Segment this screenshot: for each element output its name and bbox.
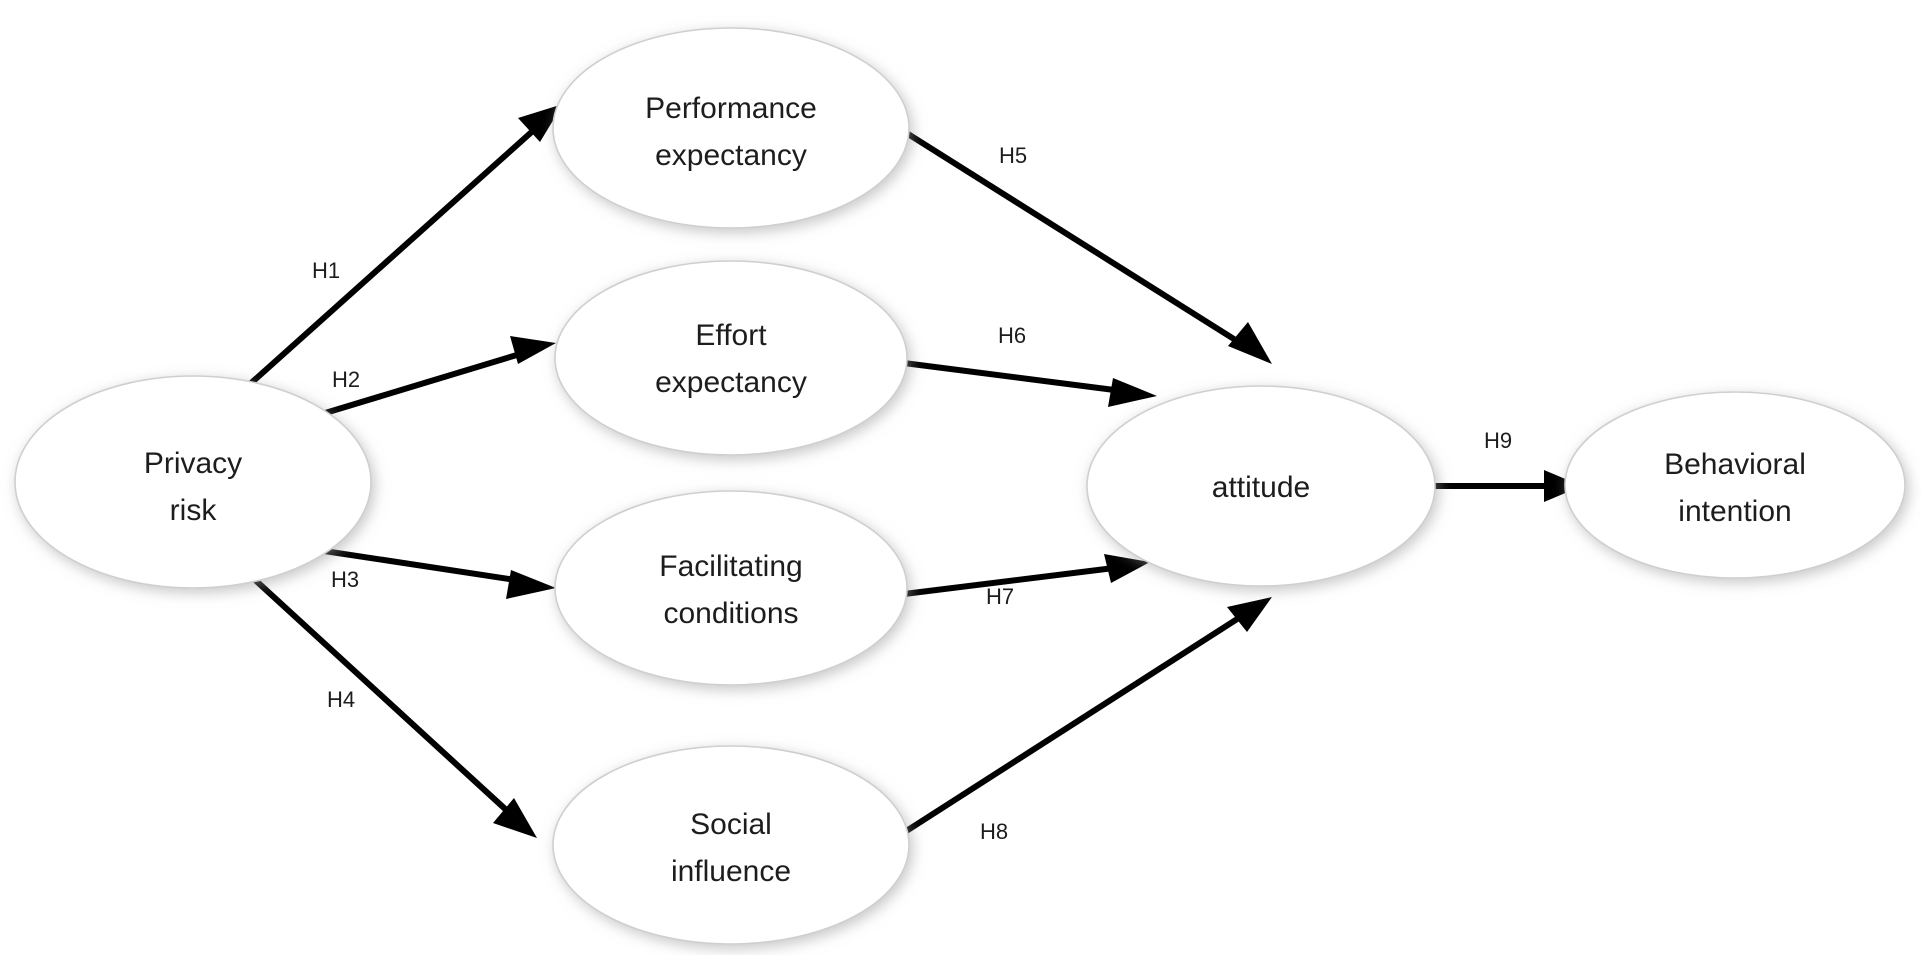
node-effort-expectancy[interactable]: Effort expectancy [554,260,908,456]
edge-h7-arrowhead [1104,554,1150,583]
edge-h6-label: H6 [998,323,1026,348]
edge-h5-line [887,119,1247,349]
edge-h3-line [310,546,530,585]
edge-h7-line [895,564,1123,598]
edge-h6-line [895,359,1131,395]
node-attitude-label-line1: attitude [1212,471,1310,504]
node-behavioral-intention-label-line1: Behavioral [1664,448,1806,481]
edge-h9: H9 [1430,428,1582,502]
edge-h4-label: H4 [327,687,355,712]
edge-h2-line [311,348,531,420]
edge-h2-label: H2 [332,367,360,392]
edge-h2-arrowhead [510,336,556,364]
node-social-influence-label-line2: influence [671,855,791,888]
edge-h3-label: H3 [331,567,359,592]
node-effort-expectancy-label-line2: expectancy [655,366,807,399]
node-privacy-risk[interactable]: Privacy risk [14,375,372,589]
node-privacy-risk-label-line1: Privacy [144,447,242,480]
edge-h7-label: H7 [986,584,1014,609]
node-social-influence-label-line1: Social [690,808,772,841]
edge-h8: H8 [895,597,1272,844]
node-behavioral-intention[interactable]: Behavioral intention [1564,391,1906,579]
edge-h8-line [895,611,1247,840]
edge-h5-arrowhead [1228,322,1272,364]
node-facilitating-conditions-label-line1: Facilitating [659,550,802,583]
edge-h9-label: H9 [1484,428,1512,453]
edge-h1-line [237,117,548,396]
edge-h4-arrowhead [493,798,537,838]
edge-h6: H6 [895,323,1157,407]
node-attitude-shape[interactable] [1086,385,1436,587]
node-facilitating-conditions[interactable]: Facilitating conditions [554,490,908,686]
node-performance-expectancy-shape[interactable] [552,27,910,229]
edge-h4-line [250,575,518,821]
node-effort-expectancy-shape[interactable] [554,260,908,456]
node-privacy-risk-label-line2: risk [170,494,218,527]
edge-h5: H5 [887,119,1272,364]
edge-h9-arrowhead [1544,470,1582,502]
edge-h3: H3 [310,546,556,599]
node-facilitating-conditions-label-line2: conditions [663,597,798,630]
edge-h1: H1 [237,104,563,396]
edge-h3-arrowhead [506,570,556,599]
edge-h2: H2 [311,336,556,420]
edge-h5-label: H5 [999,143,1027,168]
node-behavioral-intention-shape[interactable] [1564,391,1906,579]
node-attitude[interactable]: attitude [1086,385,1436,587]
edge-h6-arrowhead [1108,378,1157,407]
node-effort-expectancy-label-line1: Effort [695,319,767,352]
edge-h7: H7 [895,554,1150,609]
node-social-influence-shape[interactable] [552,745,910,945]
node-social-influence[interactable]: Social influence [552,745,910,945]
node-facilitating-conditions-shape[interactable] [554,490,908,686]
edge-h8-arrowhead [1227,597,1272,632]
node-performance-expectancy-label-line2: expectancy [655,139,807,172]
node-performance-expectancy-label-line1: Performance [645,92,817,125]
edge-h1-label: H1 [312,258,340,283]
edge-h8-label: H8 [980,819,1008,844]
edge-h4: H4 [250,575,537,838]
node-privacy-risk-shape[interactable] [14,375,372,589]
node-behavioral-intention-label-line2: intention [1678,495,1791,528]
node-performance-expectancy[interactable]: Performance expectancy [552,27,910,229]
edge-h1-arrowhead [518,104,563,142]
